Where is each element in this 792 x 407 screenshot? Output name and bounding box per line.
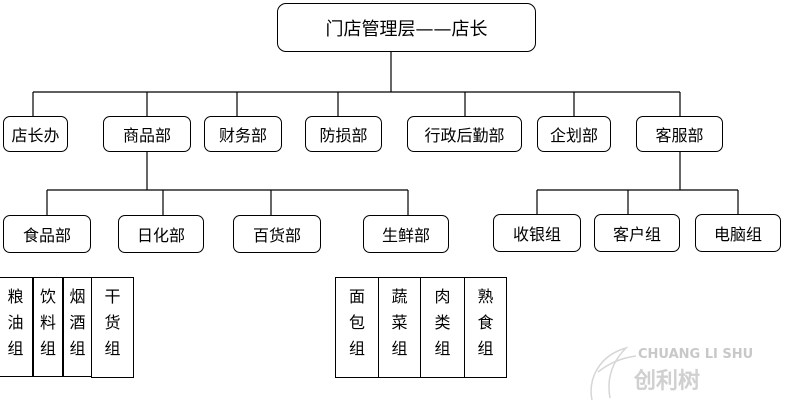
dept-label: 财务部 xyxy=(218,126,267,145)
fresh-group-node: 熟食组 xyxy=(464,277,507,378)
leaf-icon xyxy=(590,346,637,401)
dept-node: 店长办 xyxy=(3,116,68,152)
service-group-node: 收银组 xyxy=(493,214,581,252)
dept-node: 财务部 xyxy=(204,116,282,152)
food-group-node: 烟酒组 xyxy=(63,277,92,377)
dept-label: 客服部 xyxy=(655,126,704,145)
watermark-latin: CHUANG LI SHU xyxy=(638,347,753,362)
dept-label: 商品部 xyxy=(122,126,171,145)
watermark-cjk: 创利树 xyxy=(633,368,700,394)
dept-node: 行政后勤部 xyxy=(407,116,522,152)
root-label: 门店管理层——店长 xyxy=(325,18,488,40)
watermark-logo: CHUANG LI SHU 创利树 xyxy=(590,346,753,401)
dept-label: 店长办 xyxy=(11,126,60,145)
dept-node: 客服部 xyxy=(636,116,723,152)
fresh-group-node: 蔬菜组 xyxy=(378,277,421,378)
division-node: 生鲜部 xyxy=(363,215,449,253)
food-group-label: 粮油组 xyxy=(7,287,24,358)
division-node: 食品部 xyxy=(3,215,91,253)
division-node: 日化部 xyxy=(118,215,204,253)
division-label: 生鲜部 xyxy=(381,226,430,245)
root-node: 门店管理层——店长 xyxy=(277,3,536,52)
service-group-node: 电脑组 xyxy=(695,214,781,252)
food-group-label: 饮料组 xyxy=(39,287,56,358)
service-group-label: 客户组 xyxy=(612,225,661,244)
fresh-group-label: 蔬菜组 xyxy=(391,287,408,358)
dept-node: 商品部 xyxy=(103,116,191,152)
fresh-group-label: 面包组 xyxy=(348,287,365,358)
dept-label: 企划部 xyxy=(549,126,598,145)
division-label: 食品部 xyxy=(22,226,71,245)
food-group-label: 干货组 xyxy=(104,287,121,358)
division-label: 百货部 xyxy=(252,226,301,245)
division-node: 百货部 xyxy=(233,215,321,253)
fresh-group-node: 肉类组 xyxy=(420,277,465,378)
dept-label: 防损部 xyxy=(319,126,368,145)
division-label: 日化部 xyxy=(136,226,185,245)
food-group-label: 烟酒组 xyxy=(69,287,86,358)
food-group-node: 粮油组 xyxy=(0,277,33,377)
fresh-group-node: 面包组 xyxy=(335,277,379,378)
service-group-label: 电脑组 xyxy=(713,225,762,244)
fresh-group-label: 肉类组 xyxy=(434,287,451,358)
dept-label: 行政后勤部 xyxy=(424,126,505,145)
food-group-node: 干货组 xyxy=(91,277,134,378)
dept-node: 防损部 xyxy=(305,116,382,152)
service-group-node: 客户组 xyxy=(594,214,680,252)
service-group-label: 收银组 xyxy=(512,225,561,244)
fresh-group-label: 熟食组 xyxy=(477,287,494,358)
food-group-node: 饮料组 xyxy=(33,277,63,377)
dept-node: 企划部 xyxy=(537,116,611,152)
